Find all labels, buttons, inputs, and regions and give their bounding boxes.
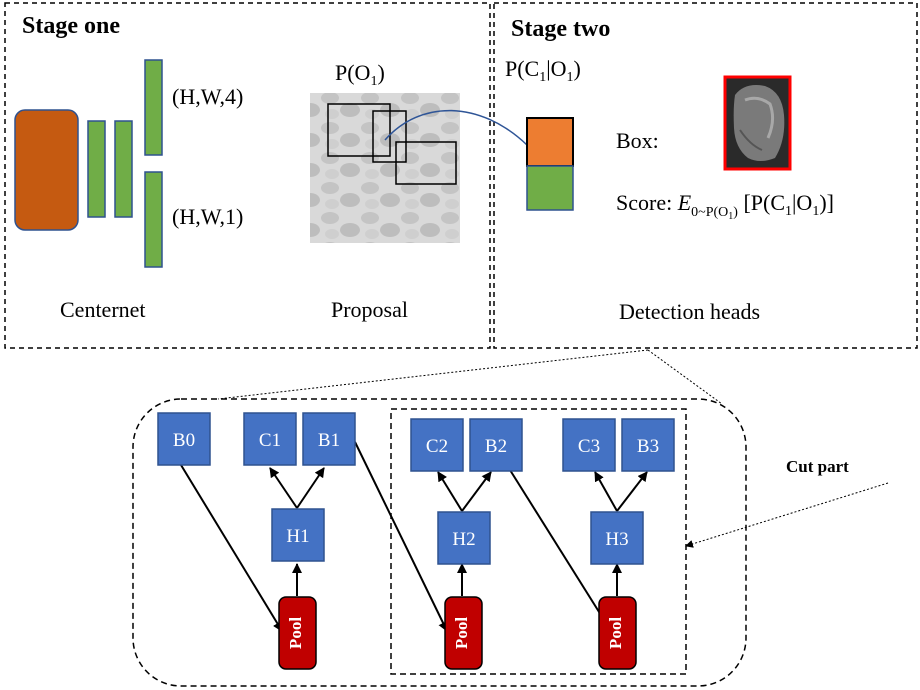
feature-bar <box>114 120 133 218</box>
svg-text:H2: H2 <box>452 529 475 550</box>
node-h3: H3 <box>590 511 644 565</box>
node-b3: B3 <box>621 418 675 472</box>
node-c3: C3 <box>562 418 616 472</box>
proposal-box <box>395 141 457 185</box>
head-arrows <box>180 441 648 632</box>
detection-heads-label: Detection heads <box>619 299 760 324</box>
pool-block: Pool <box>598 596 637 670</box>
center-head-bar <box>144 171 163 268</box>
stage-one-panel <box>4 2 491 349</box>
pool-block: Pool <box>444 596 483 670</box>
proposal-label: Proposal <box>331 297 408 322</box>
svg-text:B0: B0 <box>173 430 195 451</box>
node-b2: B2 <box>469 418 523 472</box>
conditional-probability: P(C1|O1) <box>505 56 581 85</box>
center-head-shape: (H,W,1) <box>172 204 243 229</box>
zoom-line <box>217 349 649 400</box>
node-c1: C1 <box>243 412 297 466</box>
backbone-label: Centernet <box>60 297 146 322</box>
box-head-bar <box>144 59 163 156</box>
zoom-line <box>647 349 723 405</box>
backbone-block <box>14 109 79 231</box>
stage-two-title: Stage two <box>511 16 610 42</box>
node-h1: H1 <box>271 508 325 562</box>
svg-text:H3: H3 <box>605 529 628 550</box>
cut-part-label: Cut part <box>786 457 849 476</box>
svg-text:B1: B1 <box>318 430 340 451</box>
feature-bar <box>87 120 106 218</box>
proposal-box <box>372 110 407 163</box>
box-head-shape: (H,W,4) <box>172 84 243 109</box>
stage-one-title: Stage one <box>22 13 120 39</box>
svg-text:C3: C3 <box>578 436 600 457</box>
detected-crop <box>723 75 792 171</box>
node-b1: B1 <box>302 412 356 466</box>
node-c2: C2 <box>410 418 464 472</box>
svg-text:H1: H1 <box>286 526 309 547</box>
score-formula: Score: E0~P(O1) [P(C1|O1)] <box>616 190 834 222</box>
cut-part-pointer <box>685 482 889 548</box>
box-regression-block <box>526 165 574 211</box>
svg-text:Pool: Pool <box>606 617 625 649</box>
proposal-box <box>327 103 391 157</box>
svg-text:Pool: Pool <box>452 617 471 649</box>
class-score-block <box>526 117 574 167</box>
node-h2: H2 <box>437 511 491 565</box>
proposal-to-head-curve <box>384 109 528 146</box>
proposal-probability: P(O1) <box>335 60 385 89</box>
svg-text:B3: B3 <box>637 436 659 457</box>
proposal-image <box>310 93 460 243</box>
node-b0: B0 <box>157 412 211 466</box>
stage-two-panel <box>493 2 918 349</box>
svg-text:Pool: Pool <box>286 617 305 649</box>
box-label: Box: <box>616 128 659 153</box>
pool-block: Pool <box>278 596 317 670</box>
svg-text:B2: B2 <box>485 436 507 457</box>
svg-text:C1: C1 <box>259 430 281 451</box>
svg-text:C2: C2 <box>426 436 448 457</box>
